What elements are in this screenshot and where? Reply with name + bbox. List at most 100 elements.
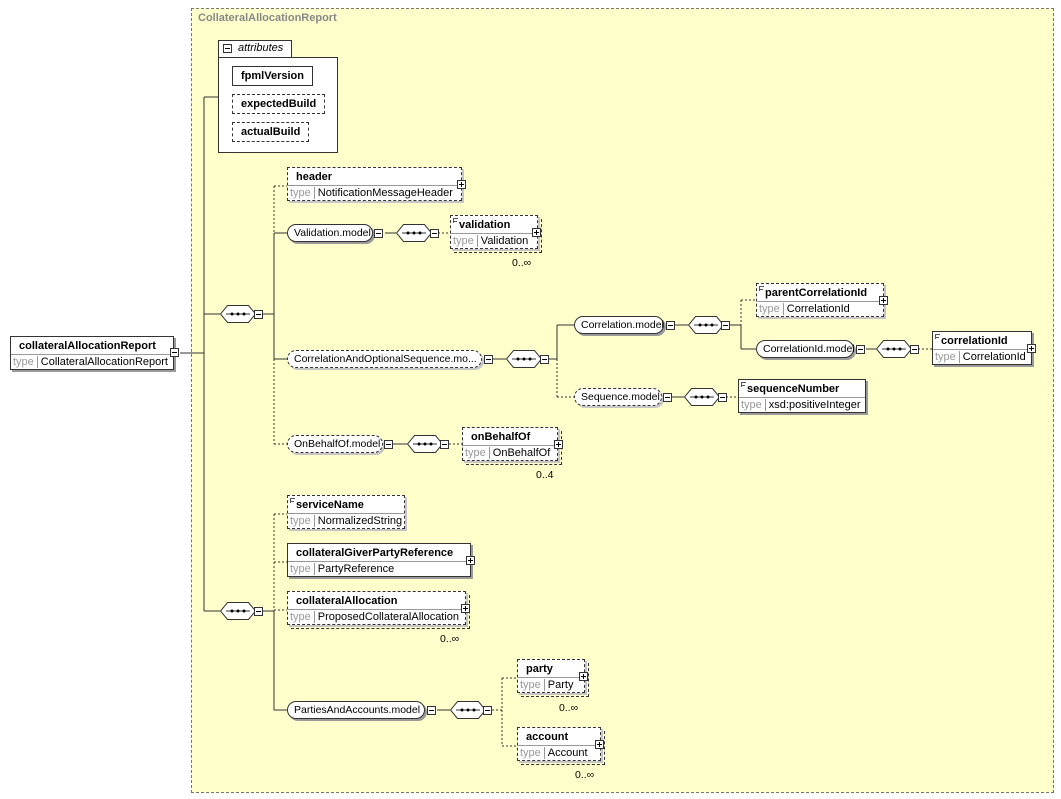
expand-icon[interactable] — [466, 556, 475, 565]
group-collapse-icon[interactable] — [427, 706, 436, 715]
element-name: sequenceNumber — [747, 383, 840, 395]
element-type: PartyReference — [317, 563, 395, 575]
element-type: OnBehalfOf — [492, 447, 551, 459]
element-name: parentCorrelationId — [765, 287, 868, 299]
group-onbehalfof-model[interactable]: OnBehalfOf.model — [287, 435, 383, 453]
element-type: xsd:positiveInteger — [768, 399, 861, 411]
type-label: type — [935, 351, 960, 363]
group-partiesandaccounts-model[interactable]: PartiesAndAccounts.model — [287, 701, 425, 719]
element-name: validation — [459, 219, 511, 231]
type-label: type — [453, 235, 478, 247]
element-type: CorrelationId — [962, 351, 1026, 363]
element-type: Party — [547, 679, 574, 691]
attribute-expectedbuild[interactable]: expectedBuild — [232, 94, 326, 114]
group-collapse-icon[interactable] — [666, 321, 675, 330]
group-collapse-icon[interactable] — [663, 393, 672, 402]
element-type: NotificationMessageHeader — [317, 187, 453, 199]
sequence-compositor — [406, 435, 444, 456]
group-collapse-icon[interactable] — [374, 229, 383, 238]
group-collapse-icon[interactable] — [384, 440, 393, 449]
documentation-icon — [741, 382, 746, 387]
sequence-collapse-icon[interactable] — [540, 355, 549, 364]
sequence-collapse-icon[interactable] — [483, 706, 492, 715]
element-type: NormalizedString — [317, 515, 403, 527]
sequence-collapse-icon[interactable] — [254, 310, 263, 319]
cardinality-label: 0..∞ — [575, 769, 595, 781]
root-element-name: collateralAllocationReport — [19, 340, 156, 352]
sequence-collapse-icon[interactable] — [910, 345, 919, 354]
sequence-collapse-icon[interactable] — [440, 440, 449, 449]
documentation-icon — [290, 498, 295, 503]
element-name: serviceName — [296, 499, 364, 511]
element-type: CorrelationId — [786, 303, 850, 315]
element-name: account — [526, 731, 569, 743]
sequence-compositor — [683, 388, 721, 409]
sequence-collapse-icon[interactable] — [721, 321, 730, 330]
expand-icon[interactable] — [879, 296, 888, 305]
sequence-collapse-icon[interactable] — [430, 229, 439, 238]
documentation-icon — [759, 286, 764, 291]
element-name: collateralGiverPartyReference — [296, 547, 454, 559]
group-collapse-icon[interactable] — [856, 345, 865, 354]
sequence-compositor — [687, 316, 725, 337]
sequence-compositor — [449, 701, 487, 722]
expand-icon[interactable] — [554, 440, 563, 449]
type-label: type — [13, 356, 38, 368]
root-collapse-icon[interactable] — [170, 348, 179, 357]
attributes-header[interactable]: attributes — [218, 40, 292, 57]
element-name: header — [296, 171, 333, 183]
type-label: type — [741, 399, 766, 411]
expand-icon[interactable] — [457, 180, 466, 189]
region-title: CollateralAllocationReport — [198, 12, 337, 24]
element-name: collateralAllocation — [296, 595, 398, 607]
element-name: correlationId — [941, 335, 1008, 347]
type-label: type — [759, 303, 784, 315]
element-name: party — [526, 663, 553, 675]
group-correlation-and-optional-sequence-model[interactable]: CorrelationAndOptionalSequence.mo... — [287, 350, 482, 368]
documentation-icon — [935, 334, 940, 339]
attributes-collapse-icon[interactable] — [223, 44, 232, 53]
attribute-fpmlversion[interactable]: fpmlVersion — [232, 66, 313, 86]
cardinality-label: 0..∞ — [512, 257, 532, 269]
sequence-collapse-icon[interactable] — [718, 393, 727, 402]
expand-icon[interactable] — [579, 672, 588, 681]
expand-icon[interactable] — [1027, 344, 1036, 353]
expand-icon[interactable] — [595, 740, 604, 749]
cardinality-label: 0..∞ — [559, 702, 579, 714]
sequence-collapse-icon[interactable] — [254, 607, 263, 616]
attribute-actualbuild[interactable]: actualBuild — [232, 122, 310, 142]
expand-icon[interactable] — [532, 228, 541, 237]
group-validation-model[interactable]: Validation.model — [287, 224, 373, 242]
type-label: type — [290, 187, 315, 199]
expand-icon[interactable] — [461, 604, 470, 613]
type-label: type — [520, 679, 545, 691]
cardinality-label: 0..∞ — [440, 633, 460, 645]
group-collapse-icon[interactable] — [484, 355, 493, 364]
group-correlation-model[interactable]: Correlation.model — [574, 316, 664, 334]
group-sequence-model[interactable]: Sequence.model — [574, 388, 662, 406]
group-correlationid-model[interactable]: CorrelationId.model — [756, 340, 855, 358]
type-label: type — [290, 611, 315, 623]
